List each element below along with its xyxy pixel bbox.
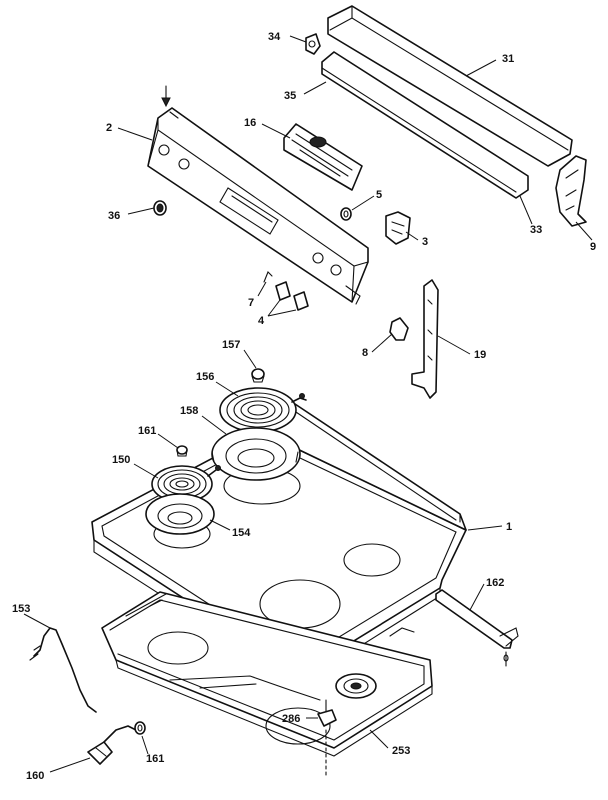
callout-161-upper: 161: [138, 425, 156, 437]
wiring-harness-part-153: [29, 627, 97, 713]
callout-33: 33: [530, 224, 542, 236]
clip-part-286: [317, 699, 337, 777]
rear-trim-cap-part: [327, 5, 573, 167]
callout-35: 35: [284, 90, 296, 102]
callout-157: 157: [222, 339, 240, 351]
callout-253: 253: [392, 745, 410, 757]
callout-150: 150: [112, 454, 130, 466]
grommet-part-5: [340, 207, 352, 221]
callout-4: 4: [258, 315, 265, 327]
large-surface-element-part-156: [219, 387, 307, 433]
bracket-part-8: [389, 317, 409, 341]
small-drip-pan-part-154: [145, 493, 215, 535]
callout-8: 8: [362, 347, 368, 359]
terminal-block-part-157: [251, 368, 265, 383]
large-drip-pan-part-158: [211, 427, 301, 481]
control-panel-backguard-part: [147, 107, 369, 305]
leader-lines: [23, 35, 593, 773]
callout-31: 31: [502, 53, 514, 65]
callout-153: 153: [12, 603, 30, 615]
callout-162: 162: [486, 577, 504, 589]
callout-286: 286: [282, 713, 300, 725]
callout-158: 158: [180, 405, 198, 417]
callout-9: 9: [590, 241, 596, 253]
callout-labels: 34 31 35 2 16 5 36 3 33 9 7 4 8 19 157 1…: [12, 31, 596, 782]
knob-insert-part-36: [153, 200, 167, 216]
end-bracket-part-9: [555, 155, 587, 227]
assembly-arrow: [161, 85, 171, 108]
callout-16: 16: [244, 117, 256, 129]
rear-rail-part: [321, 51, 529, 199]
grommet-part-161-upper: [176, 445, 188, 457]
power-cord-block-part-160: [87, 725, 137, 765]
grommet-part-161-lower: [134, 721, 146, 735]
callout-5: 5: [376, 189, 382, 201]
hinge-rod-part-162: [435, 589, 519, 667]
cooktop-liner-part-253: [101, 591, 433, 757]
spring-clip-part-7: [263, 271, 273, 283]
knobs-part-4: [275, 281, 309, 311]
callout-36: 36: [108, 210, 120, 222]
callout-19: 19: [474, 349, 486, 361]
rear-bracket-part-19: [411, 279, 439, 399]
callout-7: 7: [248, 297, 254, 309]
callout-154: 154: [232, 527, 251, 539]
callout-160: 160: [26, 770, 44, 782]
callout-34: 34: [268, 31, 281, 43]
callout-3: 3: [422, 236, 428, 248]
callout-156: 156: [196, 371, 214, 383]
callout-2: 2: [106, 122, 112, 134]
clip-part-34: [305, 33, 321, 55]
switch-part-3: [385, 211, 411, 245]
clock-timer-part: [283, 123, 363, 191]
callout-161-lower: 161: [146, 753, 164, 765]
callout-1: 1: [506, 521, 512, 533]
